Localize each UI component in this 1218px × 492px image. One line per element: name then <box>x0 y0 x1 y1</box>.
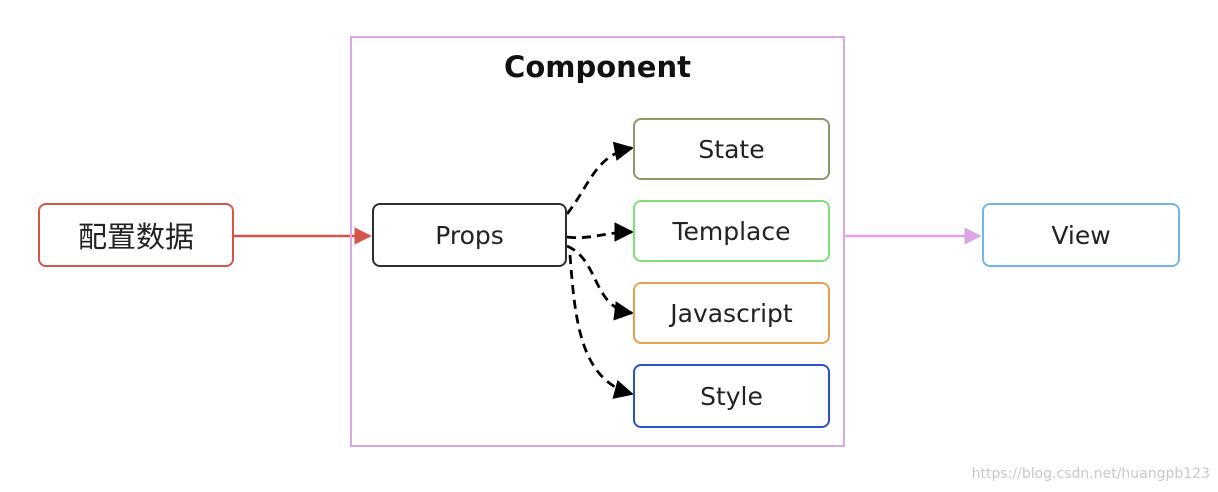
node-template: Templace <box>633 200 830 262</box>
node-view-label: View <box>1051 220 1111 250</box>
edge-props-style <box>568 254 634 399</box>
node-template-label: Templace <box>672 216 791 246</box>
node-javascript: Javascript <box>633 282 830 344</box>
node-javascript-label: Javascript <box>670 298 793 328</box>
node-view: View <box>982 203 1180 267</box>
node-props: Props <box>372 203 567 267</box>
node-style: Style <box>633 364 830 428</box>
node-state: State <box>633 118 830 180</box>
edge-props-template <box>566 222 634 242</box>
node-config-data-label: 配置数据 <box>77 220 194 254</box>
component-container <box>350 36 845 447</box>
node-props-label: Props <box>435 220 504 250</box>
node-style-label: Style <box>700 381 763 411</box>
node-config-data: 配置数据 <box>38 203 234 267</box>
edge-props-javascript <box>566 244 634 321</box>
node-state-label: State <box>698 134 765 164</box>
watermark: https://blog.csdn.net/huangpb123 <box>971 466 1210 482</box>
edge-props-state <box>565 141 634 215</box>
component-title: Component <box>504 50 691 84</box>
